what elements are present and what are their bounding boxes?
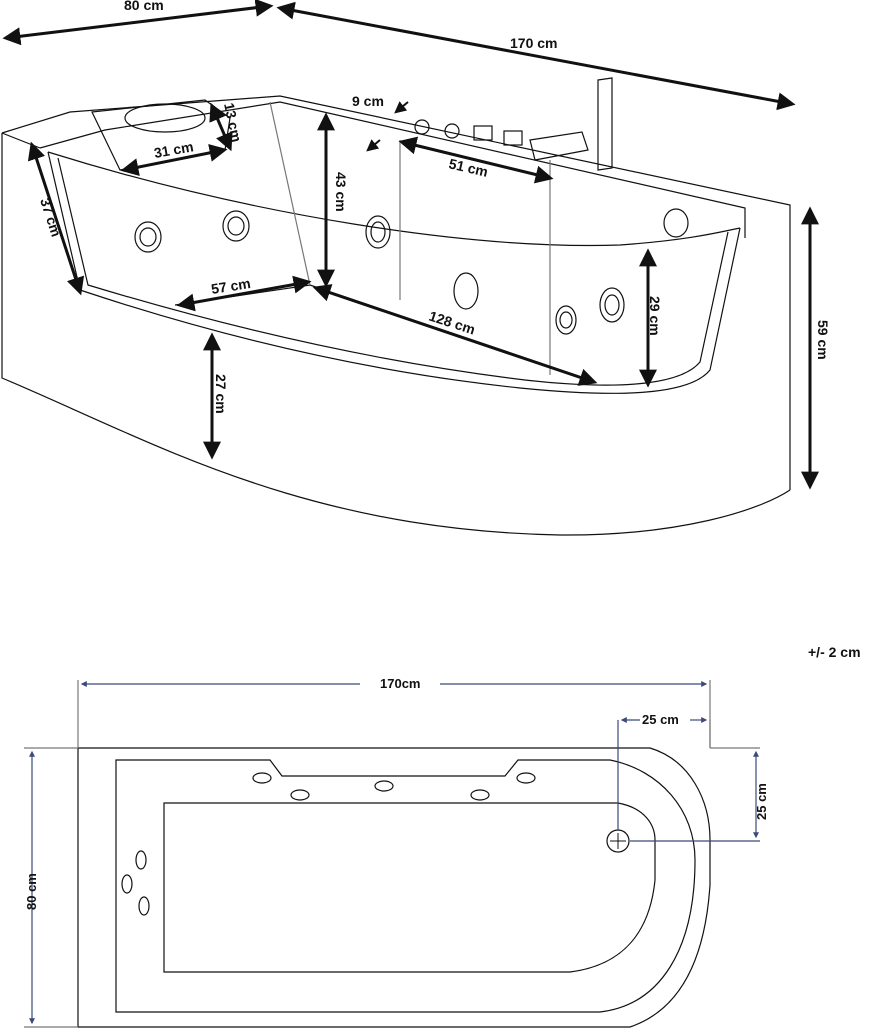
arrow-170 [276, 1, 796, 111]
jet-icon [555, 305, 577, 335]
jet-icon [135, 850, 147, 870]
arrow-31 [120, 143, 228, 177]
arrow-9b [394, 101, 409, 114]
plan-labels: 170cm 25 cm 25 cm 80 cm [24, 676, 769, 910]
label-170: 170 cm [510, 35, 557, 51]
arrow-37 [27, 141, 85, 296]
label-51: 51 cm [447, 155, 489, 180]
headrest-pillow [124, 103, 206, 133]
arrow-13 [209, 102, 233, 152]
control-button-2 [503, 130, 523, 146]
plan-rim-inner [115, 759, 696, 1013]
label-29: 29 cm [647, 296, 663, 336]
plan-label-80: 80 cm [24, 873, 39, 910]
perspective-dimension-arrows [2, 0, 819, 490]
tub-apron-curve [1, 133, 791, 536]
arrow-57 [176, 275, 312, 312]
jet-icon [516, 772, 536, 784]
label-43: 43 cm [333, 172, 349, 212]
perspective-view [1, 77, 791, 536]
plan-outer [77, 747, 711, 1028]
inner-rim [39, 101, 746, 238]
shower-column [597, 77, 613, 171]
jet-icon [559, 311, 573, 329]
perspective-labels: 80 cm 170 cm 9 cm 13 cm 31 cm 51 cm 43 c… [37, 0, 831, 414]
jet-icon [374, 780, 394, 792]
tub-floor-line [174, 284, 591, 381]
jet-icon [138, 896, 150, 916]
perspective-jets [134, 208, 689, 335]
glass-panel-outer [47, 151, 741, 394]
tub-outer-rim [1, 95, 791, 490]
plan-jets [121, 772, 536, 916]
label-27: 27 cm [213, 374, 229, 414]
arrow-9 [366, 139, 381, 152]
plan-view [77, 747, 711, 1028]
inner-corner-1 [269, 101, 311, 286]
glass-panel-top [47, 151, 741, 247]
jet-icon [470, 789, 490, 801]
tub-left-edge [1, 132, 41, 149]
jet-icon [227, 216, 245, 236]
jet-icon [599, 287, 625, 323]
tolerance-note: +/- 2 cm [808, 644, 861, 660]
jet-icon [453, 272, 479, 310]
jet-icon [222, 210, 250, 242]
plan-basin [163, 802, 656, 973]
jet-icon [139, 227, 157, 247]
jet-icon [290, 789, 310, 801]
plan-label-25-x: 25 cm [642, 712, 679, 727]
label-9: 9 cm [352, 93, 384, 109]
plan-label-25-y: 25 cm [754, 783, 769, 820]
jet-icon [365, 215, 391, 249]
plan-dimension-lines [24, 680, 760, 1028]
faucet-spout [529, 131, 589, 161]
glass-panel-inner [57, 157, 729, 386]
label-80: 80 cm [124, 0, 164, 13]
arrow-80 [2, 0, 274, 46]
jet-icon [121, 874, 133, 894]
arrow-51 [398, 136, 554, 184]
label-31: 31 cm [153, 138, 195, 161]
plan-label-170: 170cm [380, 676, 420, 691]
control-knob-1 [414, 119, 430, 135]
jet-icon [134, 221, 162, 253]
label-37: 37 cm [37, 196, 64, 239]
jet-icon [663, 208, 689, 238]
jet-icon [604, 294, 620, 316]
control-knob-2 [444, 123, 460, 139]
jet-icon [252, 772, 272, 784]
arrow-128 [312, 284, 598, 386]
label-57: 57 cm [210, 275, 252, 297]
label-59: 59 cm [815, 320, 831, 360]
jet-icon [370, 221, 386, 243]
